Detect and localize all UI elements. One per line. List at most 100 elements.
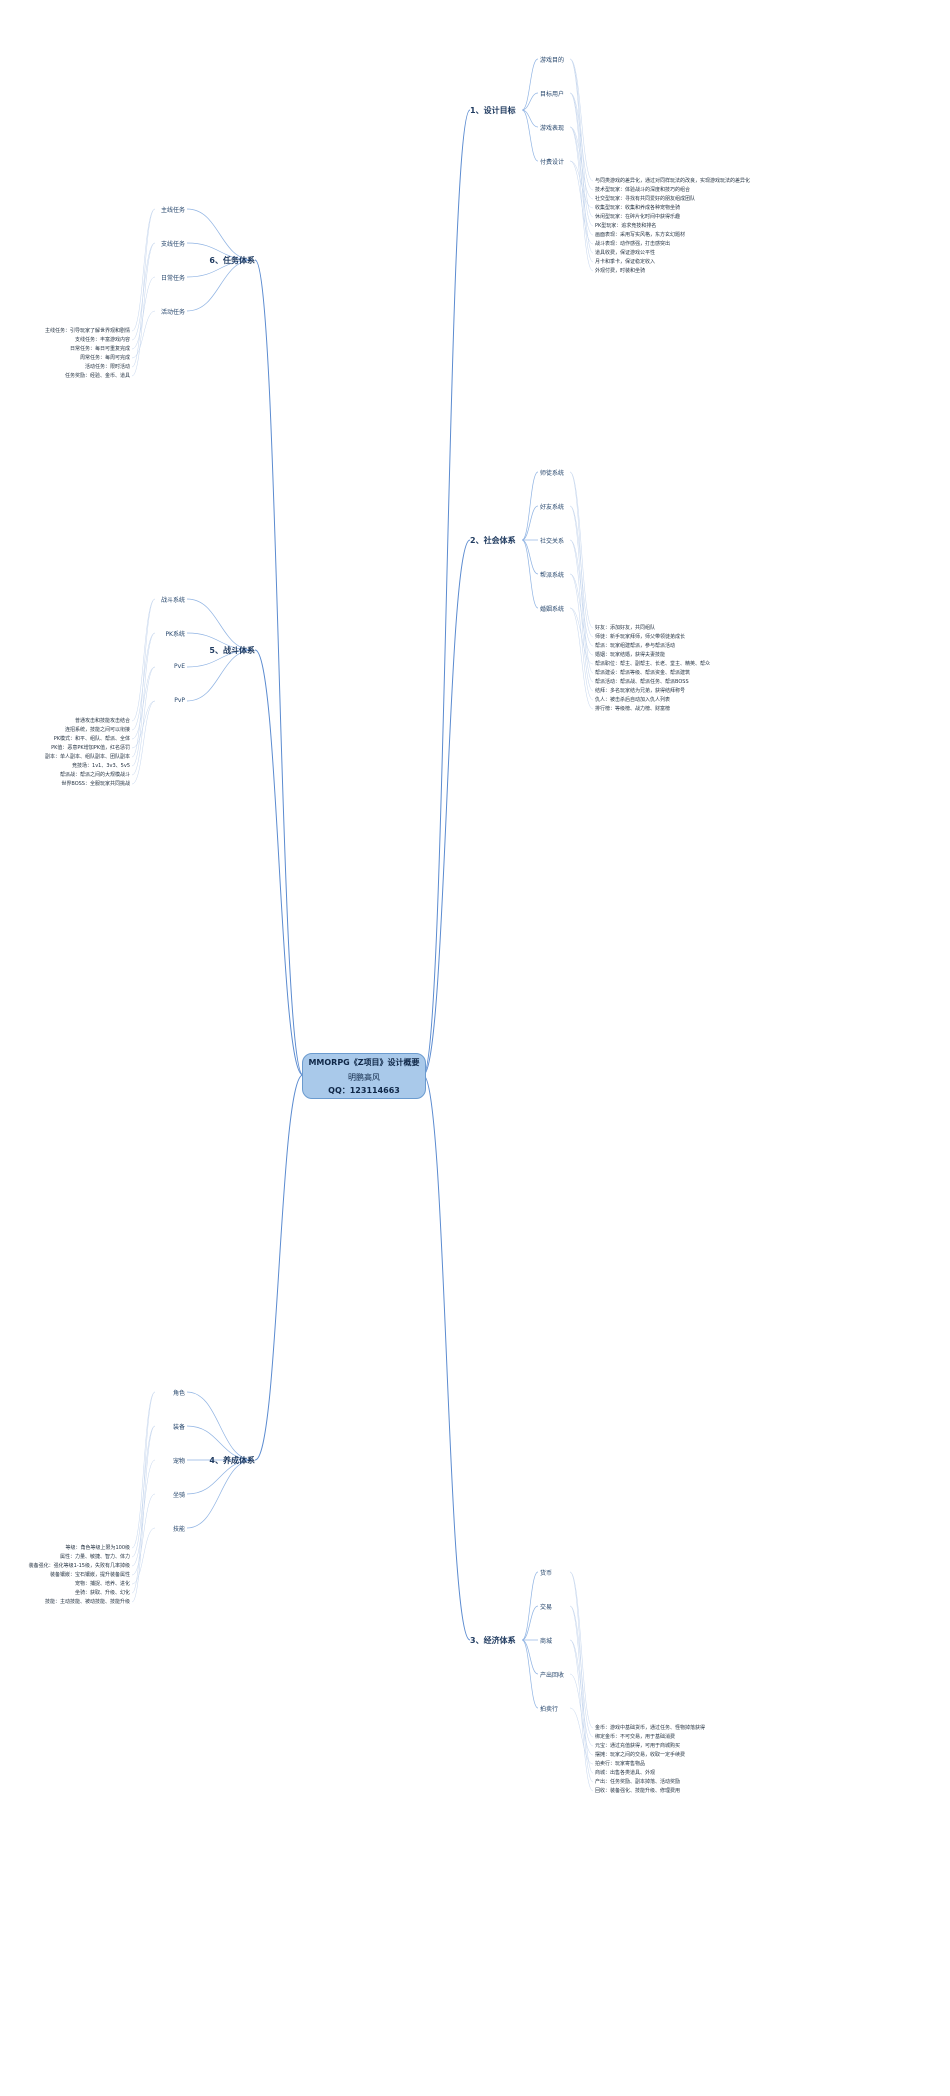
connector — [569, 58, 594, 218]
connector — [131, 310, 156, 359]
leaf-node: 坐骑：获取、升级、幻化 — [74, 1590, 130, 1596]
connector — [186, 649, 254, 668]
sub-topic[interactable]: 社交关系 — [540, 538, 565, 545]
leaf-node: 活动任务：限时活动 — [84, 364, 130, 370]
connector — [186, 632, 254, 651]
branch-2[interactable]: 2、社会体系 — [470, 536, 516, 545]
leaf-node: 装备强化：强化等级1-15级，失败有几率掉级 — [28, 1563, 130, 1569]
leaf-node: 收集型玩家：收集和养成各种宠物坐骑 — [595, 205, 681, 211]
leaf-node: 任务奖励：经验、金币、道具 — [64, 373, 130, 379]
leaf-node: 排行榜：等级榜、战力榜、财富榜 — [595, 706, 671, 712]
sub-topic[interactable]: 交易 — [540, 1604, 553, 1611]
branch-3[interactable]: 3、经济体系 — [470, 1636, 516, 1645]
connector — [186, 598, 254, 651]
connector — [131, 208, 156, 332]
leaf-node: 帮派战：帮派之间的大规模战斗 — [59, 772, 130, 778]
connector — [131, 1425, 156, 1603]
leaf-node: 等级：角色等级上限为100级 — [65, 1545, 130, 1551]
sub-topic[interactable]: 支线任务 — [160, 241, 185, 248]
leaf-node: 竞技场：1v1、3v3、5v5 — [72, 763, 130, 769]
leaf-node: 好友：添加好友，共同组队 — [595, 625, 656, 631]
branch-5[interactable]: 5、战斗体系 — [209, 646, 255, 655]
sub-topic[interactable]: 战斗系统 — [160, 597, 185, 604]
sub-topic[interactable]: 装备 — [172, 1424, 185, 1431]
sub-topic[interactable]: 货币 — [540, 1570, 553, 1577]
connector — [521, 471, 539, 541]
sub-topic[interactable]: 目标用户 — [540, 91, 565, 98]
leaf-node: 世界BOSS：全服玩家共同挑战 — [61, 781, 130, 787]
connector — [131, 632, 156, 731]
sub-topic[interactable]: PvE — [174, 663, 185, 670]
connector — [569, 573, 594, 701]
connector — [521, 109, 539, 162]
sub-topic[interactable]: 商城 — [540, 1638, 553, 1645]
leaf-node: 结拜：多名玩家结为兄弟，获得结拜称号 — [595, 688, 686, 694]
branch-6[interactable]: 6、任务体系 — [209, 256, 255, 265]
leaf-node: 主线任务：引导玩家了解世界观和剧情 — [44, 328, 130, 334]
sub-topic[interactable]: 日常任务 — [160, 275, 185, 282]
sub-topic[interactable]: 主线任务 — [160, 207, 185, 214]
leaf-node: 帮派活动：帮派战、帮派任务、帮派BOSS — [595, 679, 689, 685]
leaf-node: 帮派建设：帮派等级、帮派资金、帮派建筑 — [595, 670, 691, 676]
connector — [569, 505, 594, 683]
sub-topic[interactable]: 师徒系统 — [540, 470, 565, 477]
author-qq: QQ：123114663 — [328, 1085, 400, 1095]
sub-topic[interactable]: 婚姻系统 — [540, 606, 565, 613]
branch-1[interactable]: 1、设计目标 — [470, 106, 516, 115]
leaf-node: 外观付费，时装和坐骑 — [595, 268, 646, 274]
sub-topic[interactable]: 活动任务 — [160, 309, 185, 316]
leaf-node: PK模式：和平、组队、帮派、全体 — [53, 736, 130, 742]
leaf-node: 装备镶嵌：宝石镶嵌，提升装备属性 — [49, 1572, 130, 1578]
sub-topic[interactable]: 付费设计 — [540, 159, 565, 166]
connector — [521, 1605, 539, 1641]
leaf-node: 帮派职位：帮主、副帮主、长老、堂主、精英、帮众 — [595, 661, 711, 667]
sub-topic[interactable]: PvP — [174, 697, 185, 704]
central-topic[interactable]: MMORPG《Z项目》设计概要 明鹏高风 QQ：123114663 — [302, 1053, 426, 1099]
sub-topic[interactable]: 产出回收 — [540, 1672, 565, 1679]
leaf-node: 与同类游戏的差异化，通过对同样玩法的改良，实现游戏玩法的差异化 — [595, 178, 751, 184]
connector — [521, 1639, 539, 1675]
leaf-node: 社交型玩家：寻找有共同爱好的朋友组成团队 — [595, 196, 696, 202]
sub-topic[interactable]: 拍卖行 — [540, 1706, 559, 1713]
connector — [569, 58, 594, 182]
sub-topic[interactable]: 游戏目的 — [540, 57, 565, 64]
connector — [254, 1074, 304, 1461]
branch-4[interactable]: 4、养成体系 — [209, 1456, 255, 1465]
connector — [186, 1459, 254, 1495]
leaf-node: 商城：出售各类道具、外观 — [595, 1770, 656, 1776]
leaf-node: 画面表现：采用写实风格，东方玄幻题材 — [595, 232, 686, 238]
connector — [569, 126, 594, 272]
leaf-node: 道具收费，保证游戏公平性 — [595, 250, 656, 256]
sub-topic[interactable]: 技能 — [172, 1526, 185, 1533]
leaf-node: 普通攻击和技能攻击结合 — [74, 718, 130, 724]
sub-topic[interactable]: 角色 — [172, 1390, 185, 1397]
author-name: 明鹏高风 — [348, 1072, 380, 1082]
sub-topic[interactable]: 游戏表现 — [540, 125, 565, 132]
connector — [569, 1707, 594, 1765]
leaf-node: PK值：恶意PK增加PK值，红名惩罚 — [51, 745, 130, 751]
connector — [131, 632, 156, 767]
connector — [569, 1571, 594, 1729]
connector — [521, 539, 539, 609]
sub-topic[interactable]: PK系统 — [165, 631, 185, 638]
sub-topic[interactable]: 坐骑 — [172, 1492, 185, 1499]
sub-topic[interactable]: 帮派系统 — [540, 572, 565, 579]
connector — [569, 126, 594, 200]
connector — [131, 666, 156, 776]
connector — [521, 1571, 539, 1641]
connector — [131, 598, 156, 722]
connector — [569, 92, 594, 263]
connector — [569, 539, 594, 692]
leaf-node: 连招系统，技能之间可以衔接 — [64, 727, 130, 733]
connector — [131, 208, 156, 368]
sub-topic[interactable]: 宠物 — [172, 1458, 185, 1465]
leaf-node: 帮派：玩家组建帮派，参与帮派活动 — [595, 643, 676, 649]
connector — [569, 92, 594, 191]
leaf-node: 休闲型玩家：在碎片化时间中获得乐趣 — [595, 214, 681, 220]
sub-topic[interactable]: 好友系统 — [540, 504, 565, 511]
connector — [186, 649, 254, 702]
leaf-node: 月卡和季卡，保证稳定收入 — [595, 259, 656, 265]
leaf-node: 产出：任务奖励、副本掉落、活动奖励 — [595, 1779, 681, 1785]
connector — [186, 1425, 254, 1461]
